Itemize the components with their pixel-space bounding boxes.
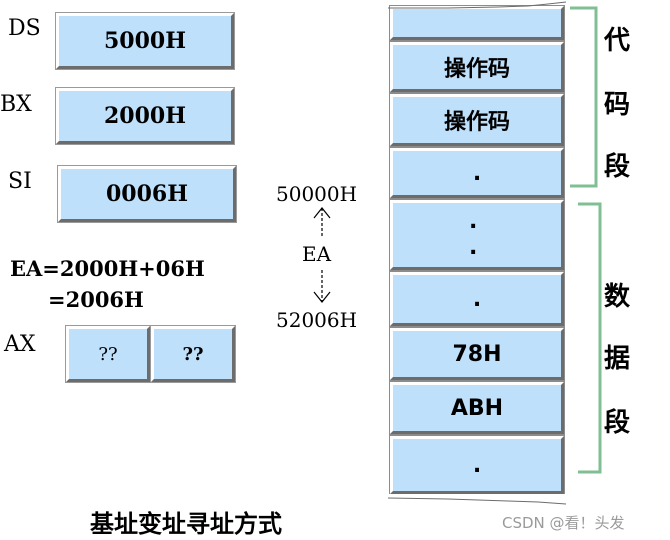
ds-register: 5000H (56, 13, 234, 69)
ea-arrow-up-icon (313, 207, 331, 238)
end-address: 52006H (276, 308, 358, 332)
ax-label: AX (4, 332, 36, 357)
ea-calc-line1: EA=2000H+06H (10, 256, 205, 281)
diagram-caption: 基址变址寻址方式 (90, 510, 282, 538)
memory-cell-5: . (390, 272, 564, 326)
data-segment-char-2: 据 (604, 344, 631, 374)
torn-edge-top (388, 1, 567, 9)
memory-cell-1: 操作码 (390, 42, 564, 92)
code-segment-char-1: 代 (604, 26, 631, 56)
memory-cell-3: . (390, 148, 564, 198)
start-address: 50000H (276, 182, 358, 206)
ea-arrow-down-icon (313, 270, 331, 303)
ea-calc-line2: =2006H (48, 287, 144, 312)
bx-register: 2000H (56, 88, 234, 144)
si-register: 0006H (58, 166, 236, 222)
code-segment-char-3: 段 (604, 152, 631, 182)
ds-label: DS (8, 16, 41, 41)
ax-high-byte: ?? (66, 326, 150, 382)
data-segment-char-3: 段 (604, 408, 631, 438)
memory-cell-7: ABH (390, 382, 564, 434)
memory-cell-4: . . (390, 200, 564, 270)
si-label: SI (8, 169, 32, 194)
data-segment-bracket (578, 202, 602, 474)
code-segment-bracket (570, 6, 598, 188)
code-segment-char-2: 码 (604, 90, 631, 120)
torn-edge-bottom (388, 494, 567, 505)
memory-cell-0 (390, 6, 564, 40)
ax-low-byte: ?? (151, 326, 235, 382)
memory-cell-6: 78H (390, 328, 564, 380)
data-segment-char-1: 数 (604, 282, 631, 312)
watermark: CSDN @看！头发 (502, 514, 625, 532)
bx-label: BX (0, 92, 32, 117)
memory-cell-8: . (390, 436, 564, 494)
memory-cell-2: 操作码 (390, 94, 564, 146)
ea-label: EA (302, 242, 332, 266)
